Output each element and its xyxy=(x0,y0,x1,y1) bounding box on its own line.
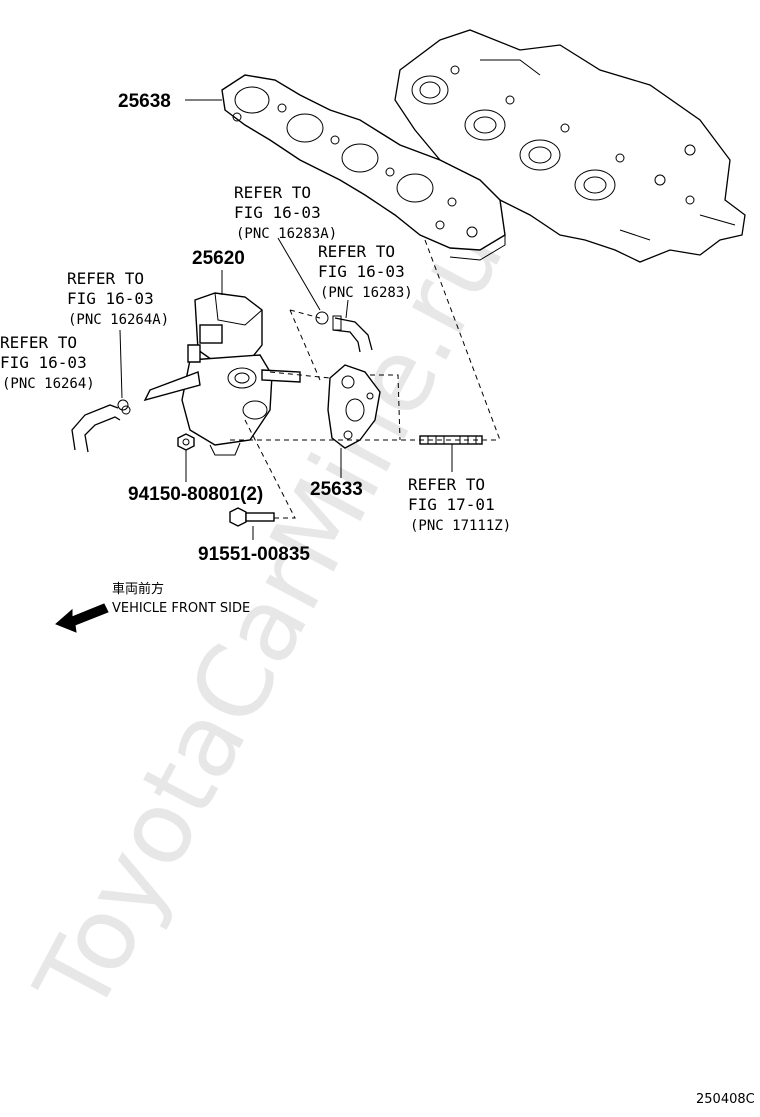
svg-text:(PNC 16283): (PNC 16283) xyxy=(320,285,413,301)
assembly-dashed-lines xyxy=(230,239,501,519)
svg-text:(PNC 16283A): (PNC 16283A) xyxy=(236,226,337,242)
svg-text:FIG 16-03: FIG 16-03 xyxy=(67,289,154,308)
manifold-gasket-25638 xyxy=(221,74,506,261)
svg-text:FIG 16-03: FIG 16-03 xyxy=(0,353,87,372)
svg-text:REFER TO: REFER TO xyxy=(318,242,395,261)
svg-text:FIG 16-03: FIG 16-03 xyxy=(318,262,405,281)
egr-gasket-25633 xyxy=(327,364,381,449)
svg-text:FIG 16-03: FIG 16-03 xyxy=(234,203,321,222)
reference-17111z: REFER TO FIG 17-01 (PNC 17111Z) xyxy=(408,475,511,534)
part-number-25633: 25633 xyxy=(310,479,363,500)
diagram-code: 250408C xyxy=(696,1092,755,1107)
part-number-94150: 94150-80801(2) xyxy=(128,484,263,505)
svg-text:FIG 17-01: FIG 17-01 xyxy=(408,495,495,514)
nut-94150 xyxy=(177,433,195,451)
svg-text:(PNC 16264): (PNC 16264) xyxy=(2,376,95,392)
front-arrow-icon xyxy=(55,603,109,633)
part-number-91551: 91551-00835 xyxy=(198,544,310,565)
vacuum-hose-right xyxy=(315,311,373,353)
egr-valve-25620 xyxy=(143,292,301,456)
vacuum-hose-left xyxy=(71,399,131,453)
direction-label-english: VEHICLE FRONT SIDE xyxy=(112,601,250,616)
svg-text:REFER TO: REFER TO xyxy=(234,183,311,202)
reference-16283: REFER TO FIG 16-03 (PNC 16283) xyxy=(318,242,413,301)
reference-16264: REFER TO FIG 16-03 (PNC 16264) xyxy=(0,333,95,392)
reference-16283a: REFER TO FIG 16-03 (PNC 16283A) xyxy=(234,183,337,242)
reference-16264a: REFER TO FIG 16-03 (PNC 16264A) xyxy=(67,269,169,328)
bolt-91551 xyxy=(229,507,275,527)
svg-text:REFER TO: REFER TO xyxy=(0,333,77,352)
svg-text:REFER TO: REFER TO xyxy=(67,269,144,288)
svg-text:REFER TO: REFER TO xyxy=(408,475,485,494)
svg-text:(PNC 17111Z): (PNC 17111Z) xyxy=(410,518,511,534)
part-number-25620: 25620 xyxy=(192,248,245,269)
part-number-25638: 25638 xyxy=(118,91,171,112)
svg-text:(PNC 16264A): (PNC 16264A) xyxy=(68,312,169,328)
direction-label-japanese: 車両前方 xyxy=(112,581,164,597)
